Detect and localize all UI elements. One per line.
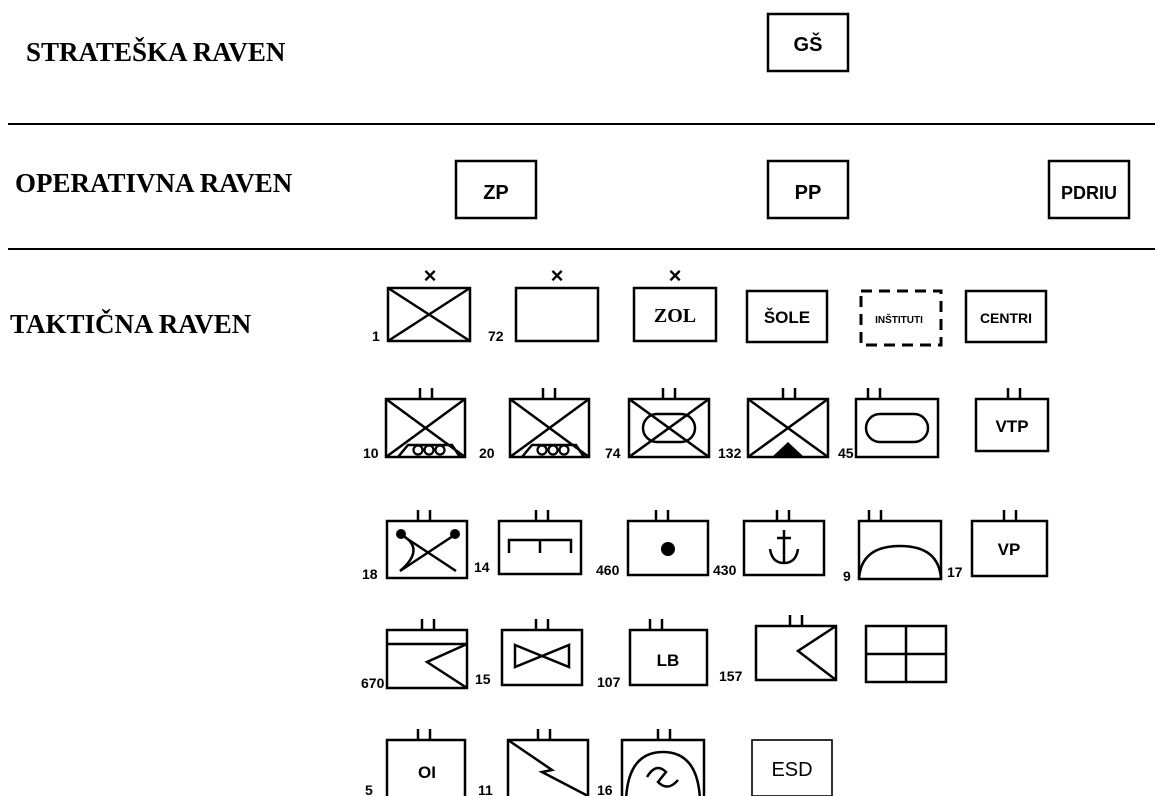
unit-label: VP: [998, 540, 1021, 559]
unit-15: 15: [475, 619, 584, 687]
unit-number: 74: [605, 445, 621, 461]
unit-pdriu-label: PDRIU: [1061, 183, 1117, 203]
unit-72: 72 ×: [488, 263, 600, 344]
unit-label: ŠOLE: [764, 308, 810, 327]
unit-74: 74: [605, 388, 711, 461]
unit-centri: CENTRI: [964, 289, 1048, 344]
unit-label: INŠTITUTI: [875, 313, 923, 326]
unit-number: 9: [843, 568, 851, 584]
unit-zp: ZP: [454, 159, 538, 220]
unit-157: 157: [719, 615, 838, 684]
unit-label: OI: [418, 763, 436, 782]
unit-oi: 5 OI: [365, 729, 467, 796]
unit-18: 18: [362, 510, 469, 582]
unit-number: 16: [597, 782, 613, 796]
svg-text:×: ×: [551, 263, 564, 288]
unit-label: CENTRI: [980, 310, 1032, 326]
unit-number: 18: [362, 566, 378, 582]
svg-text:×: ×: [424, 263, 437, 288]
unit-number: 45: [838, 445, 854, 461]
unit-number: 10: [363, 445, 379, 461]
unit-vtp: VTP: [974, 388, 1050, 453]
unit-number: 15: [475, 671, 491, 687]
unit-number: 460: [596, 562, 620, 578]
unit-number: 132: [718, 445, 742, 461]
unit-zp-label: ZP: [483, 182, 509, 204]
unit-label: ESD: [771, 759, 812, 781]
unit-45: 45: [838, 388, 940, 461]
unit-number: 107: [597, 674, 621, 690]
unit-zol: × ZOL: [632, 263, 718, 343]
unit-gs: GŠ: [766, 12, 850, 73]
unit-number: 14: [474, 559, 490, 575]
unit-number: 670: [361, 675, 385, 691]
unit-number: 11: [478, 782, 493, 796]
unit-number: 430: [713, 562, 737, 578]
unit-number: 157: [719, 668, 743, 684]
unit-label: VTP: [995, 417, 1028, 436]
unit-lb: 107 LB: [597, 619, 709, 690]
unit-9: 9: [843, 510, 943, 584]
unit-460: 460: [596, 510, 710, 578]
level-strategic: STRATEŠKA RAVEN: [26, 37, 286, 67]
unit-number: 5: [365, 782, 373, 796]
unit-number: 1: [372, 328, 380, 344]
unit-sole: ŠOLE: [745, 289, 829, 344]
unit-430: 430: [713, 510, 826, 578]
unit-670: 670: [361, 619, 469, 691]
unit-quad: [864, 624, 948, 684]
unit-label: LB: [657, 651, 680, 670]
unit-vp: 17 VP: [947, 510, 1049, 580]
unit-20: 20: [479, 388, 591, 461]
unit-gs-label: GŠ: [794, 32, 823, 56]
unit-label: ZOL: [654, 305, 696, 327]
unit-instituti: INŠTITUTI: [859, 289, 943, 347]
unit-pp-label: PP: [795, 182, 822, 204]
unit-132: 132: [718, 388, 830, 461]
unit-14: 14: [474, 510, 583, 576]
unit-pdriu: PDRIU: [1047, 159, 1131, 220]
unit-11: 11: [478, 729, 590, 796]
unit-16: 16: [597, 729, 706, 796]
unit-number: 72: [488, 328, 504, 344]
level-operational: OPERATIVNA RAVEN: [15, 168, 293, 198]
unit-1: 1 ×: [372, 263, 472, 344]
unit-10: 10: [363, 388, 467, 461]
unit-number: 17: [947, 564, 963, 580]
svg-text:×: ×: [669, 263, 682, 288]
unit-pp: PP: [766, 159, 850, 220]
unit-esd: ESD: [751, 739, 833, 796]
level-tactical: TAKTIČNA RAVEN: [10, 309, 252, 339]
unit-number: 20: [479, 445, 495, 461]
